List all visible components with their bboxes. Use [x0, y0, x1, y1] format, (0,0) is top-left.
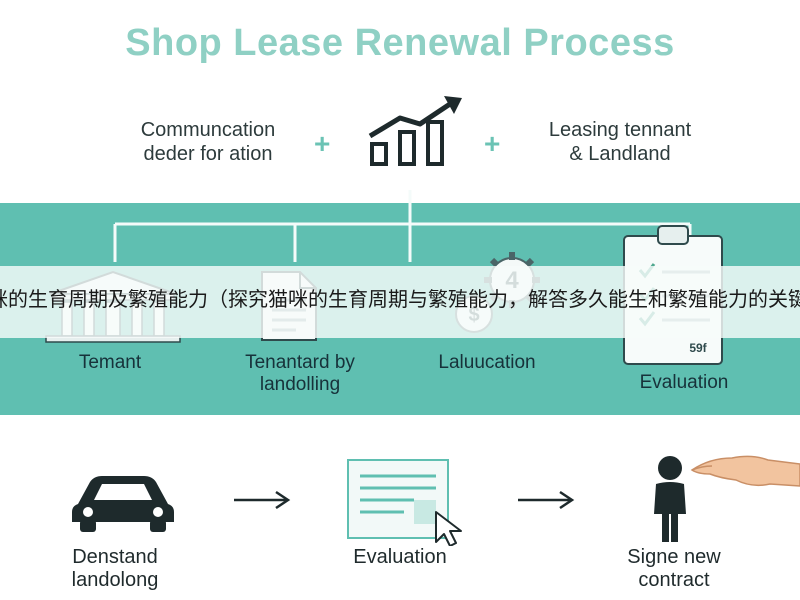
band-label-evaluation: Evaluation: [639, 372, 729, 393]
growth-chart-icon: [368, 96, 462, 166]
bottom-label-evaluation: Evaluation: [353, 546, 447, 568]
bottom-label-denstand: Denstand landolong: [71, 546, 159, 591]
car-icon: [72, 476, 174, 532]
document-cursor-icon: [347, 459, 462, 546]
bottom-label-sign-contract: Signe new contract: [627, 546, 721, 591]
caption-overlay-text: 咪的生育周期及繁殖能力（探究猫咪的生育周期与繁殖能力，解答多久能生和繁殖能力的关…: [0, 289, 800, 311]
communication-label: Communcation deder for ation: [108, 118, 308, 166]
arrow-right-icon: [234, 490, 291, 510]
band-label-tenant: Temant: [78, 352, 142, 373]
plus-sign-right: +: [484, 128, 501, 159]
communication-label-text: Communcation deder for ation: [140, 119, 276, 165]
band-label-tenantard: Tenantard by landolling: [245, 352, 355, 395]
caption-overlay: [0, 266, 800, 338]
clipboard-text: 59f: [689, 341, 707, 355]
person-hand-icon: [654, 455, 800, 542]
leasing-label-text: Leasing tennant & Landland: [548, 119, 692, 165]
leasing-label: Leasing tennant & Landland: [510, 118, 730, 166]
arrow-right-icon-2: [518, 490, 575, 510]
connector-lines: [113, 190, 692, 262]
plus-sign-left: +: [314, 128, 331, 159]
page-title: Shop Lease Renewal Process: [125, 22, 675, 64]
band-label-laluucation: Laluucation: [438, 352, 536, 373]
